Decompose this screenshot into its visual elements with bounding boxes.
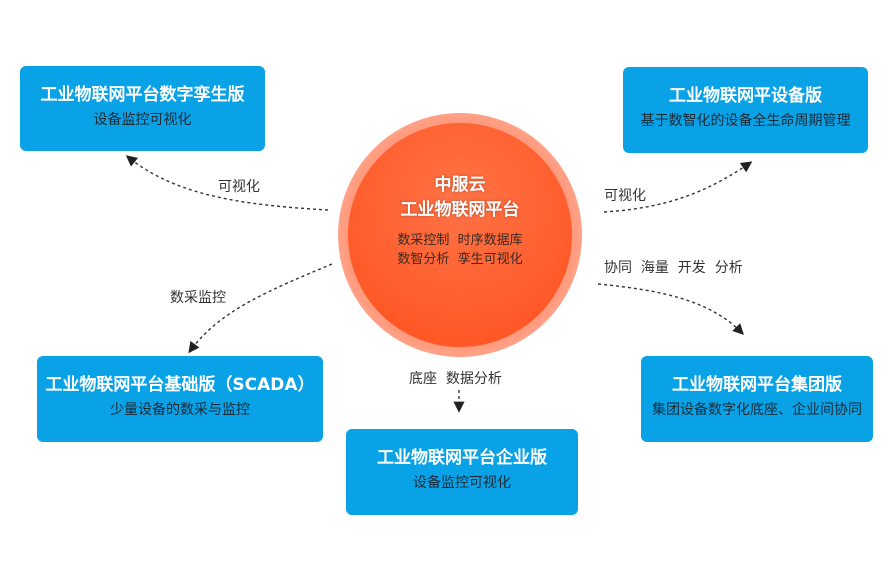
box-subtitle: 设备监控可视化 bbox=[413, 475, 511, 491]
label-to-twin: 可视化 bbox=[218, 179, 260, 195]
box-title: 工业物联网平台企业版 bbox=[377, 448, 547, 468]
box-title: 工业物联网平台集团版 bbox=[672, 375, 842, 395]
box-subtitle: 少量设备的数采与监控 bbox=[110, 402, 250, 418]
box-title: 工业物联网平设备版 bbox=[669, 86, 822, 106]
group-edition-box: 工业物联网平台集团版 集团设备数字化底座、企业间协同 bbox=[641, 356, 873, 442]
basic-edition-box: 工业物联网平台基础版（SCADA） 少量设备的数采与监控 bbox=[37, 356, 323, 442]
arrow-to-twin bbox=[125, 155, 329, 211]
box-subtitle: 设备监控可视化 bbox=[93, 112, 192, 128]
arrow-to-group bbox=[597, 283, 744, 336]
enterprise-edition-box: 工业物联网平台企业版 设备监控可视化 bbox=[346, 429, 578, 515]
label-to-device: 可视化 bbox=[604, 188, 646, 204]
center-brand: 中服云 bbox=[434, 175, 486, 195]
box-title: 工业物联网平台基础版（SCADA） bbox=[45, 375, 315, 395]
label-to-basic: 数采监控 bbox=[170, 290, 226, 306]
label-to-group: 协同 海量 开发 分析 bbox=[604, 260, 743, 276]
box-subtitle: 集团设备数字化底座、企业间协同 bbox=[652, 402, 862, 418]
arrow-to-device bbox=[603, 161, 753, 213]
box-title: 工业物联网平台数字孪生版 bbox=[40, 85, 245, 105]
center-title: 工业物联网平台 bbox=[400, 200, 520, 220]
device-edition-box: 工业物联网平设备版 基于数智化的设备全生命周期管理 bbox=[623, 67, 868, 153]
twin-edition-box: 工业物联网平台数字孪生版 设备监控可视化 bbox=[20, 66, 265, 151]
arrow-to-basic bbox=[188, 263, 333, 354]
center-features-2: 数智分析 孪生可视化 bbox=[397, 252, 523, 267]
label-to-enterprise: 底座 数据分析 bbox=[409, 371, 502, 387]
center-features-1: 数采控制 时序数据库 bbox=[397, 233, 523, 248]
box-subtitle: 基于数智化的设备全生命周期管理 bbox=[640, 113, 851, 129]
center-platform-circle: 中服云 工业物联网平台 数采控制 时序数据库 数智分析 孪生可视化 bbox=[348, 123, 572, 347]
